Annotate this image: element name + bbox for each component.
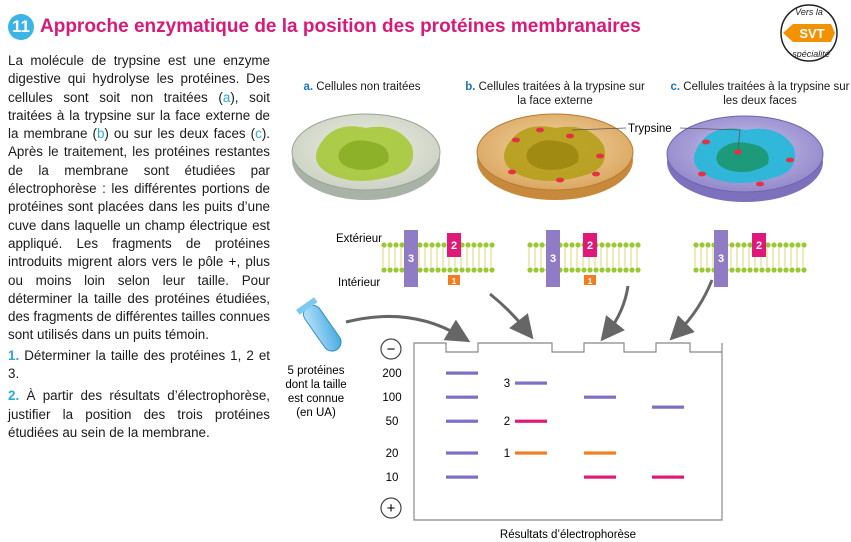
band-lane-a-150 bbox=[515, 381, 547, 385]
tube-label-1: 5 protéines bbox=[288, 365, 345, 377]
protein-3 bbox=[404, 230, 418, 287]
protein-1-label: 1 bbox=[588, 277, 593, 286]
badge-bottom: spécialité bbox=[792, 49, 830, 59]
ref-b: b bbox=[96, 126, 105, 142]
band-lane-b-10 bbox=[584, 475, 616, 479]
exterieur-label: Extérieur bbox=[336, 233, 382, 245]
ref-c: c bbox=[255, 126, 262, 142]
plus-label: + bbox=[387, 500, 396, 517]
gel-caption: Résultats d’électrophorèse bbox=[500, 529, 636, 541]
interieur-label: Intérieur bbox=[338, 277, 380, 289]
tube-label-4: (en UA) bbox=[296, 407, 336, 419]
scale-label-10: 10 bbox=[386, 472, 399, 484]
scale-label-200: 200 bbox=[382, 368, 401, 380]
scale-label-50: 50 bbox=[386, 416, 399, 428]
band-lane-c-10 bbox=[652, 475, 684, 479]
band-lane-c-75 bbox=[652, 405, 684, 409]
arrow-c bbox=[669, 279, 714, 341]
protein-3 bbox=[714, 230, 728, 287]
caption-c: c. Cellules traitées à la trypsine sur l… bbox=[670, 81, 850, 107]
minus-pole bbox=[380, 338, 402, 360]
protein-2-label: 2 bbox=[587, 240, 593, 252]
scale-label-20: 20 bbox=[386, 448, 399, 460]
question-2: 2. À partir des résultats d’électrophorè… bbox=[8, 388, 270, 440]
svt-specialite-badge: SVT Vers la spécialité bbox=[780, 4, 838, 62]
caption-b: b. Cellules traitées à la trypsine sur l… bbox=[465, 81, 645, 107]
exercise-number: 11 bbox=[8, 14, 34, 40]
petri-dish-trypsin-both bbox=[666, 115, 824, 202]
badge-main: SVT bbox=[799, 26, 824, 41]
band-label-1: 1 bbox=[504, 448, 510, 460]
band-lane-témoin-50 bbox=[446, 419, 478, 423]
arrow-tube bbox=[345, 314, 471, 343]
protein-2-label: 2 bbox=[451, 240, 457, 252]
protein-3-label: 3 bbox=[718, 253, 724, 265]
band-lane-b-20 bbox=[584, 451, 616, 455]
membrane-a: 3 2 1 bbox=[381, 230, 495, 287]
question-1: 1. Déterminer la taille des protéines 1,… bbox=[8, 347, 270, 382]
page-title: Approche enzymatique de la position des … bbox=[40, 16, 641, 37]
protein-3 bbox=[546, 230, 560, 287]
petri-dish-untreated bbox=[291, 113, 441, 200]
electrophoresis-gel bbox=[413, 342, 723, 521]
membrane-b: 3 2 1 bbox=[527, 230, 641, 287]
protein-2 bbox=[447, 233, 461, 257]
band-lane-b-100 bbox=[584, 395, 616, 399]
membrane-c: 32 bbox=[693, 230, 807, 287]
trypsine-label: Trypsine bbox=[628, 123, 672, 135]
petri-dish-trypsin-external bbox=[476, 113, 634, 200]
band-lane-témoin-10 bbox=[446, 475, 478, 479]
test-tube-icon bbox=[296, 297, 342, 352]
band-lane-témoin-200 bbox=[446, 371, 478, 375]
plus-pole bbox=[380, 497, 402, 519]
protein-2 bbox=[752, 233, 766, 257]
gel-scale: 200 100 50 20 10 bbox=[382, 368, 401, 484]
band-label-2: 2 bbox=[504, 416, 510, 428]
protein-3-label: 3 bbox=[550, 253, 556, 265]
tube-label-3: est connue bbox=[288, 393, 344, 405]
protein-1-label: 1 bbox=[452, 277, 457, 286]
caption-a: a. Cellules non traitées bbox=[303, 81, 421, 93]
band-lane-a-50 bbox=[515, 419, 547, 423]
protein-1 bbox=[584, 275, 596, 285]
protein-1 bbox=[448, 275, 460, 285]
scale-label-100: 100 bbox=[382, 392, 401, 404]
band-label-3: 3 bbox=[504, 378, 510, 390]
badge-top: Vers la bbox=[795, 7, 823, 17]
arrow-a bbox=[489, 292, 534, 340]
ref-a: a bbox=[222, 89, 231, 105]
protein-2-label: 2 bbox=[756, 240, 762, 252]
gel-bands: 3 2 1 bbox=[446, 371, 684, 479]
protein-2 bbox=[583, 233, 597, 257]
tube-label-2: dont la taille bbox=[285, 379, 346, 391]
band-lane-témoin-20 bbox=[446, 451, 478, 455]
minus-label: − bbox=[387, 341, 396, 358]
band-lane-témoin-100 bbox=[446, 395, 478, 399]
body-paragraph: La molécule de trypsine est une enzyme d… bbox=[8, 52, 270, 442]
arrow-b bbox=[600, 285, 630, 342]
protein-3-label: 3 bbox=[408, 253, 414, 265]
band-lane-a-20 bbox=[515, 451, 547, 455]
